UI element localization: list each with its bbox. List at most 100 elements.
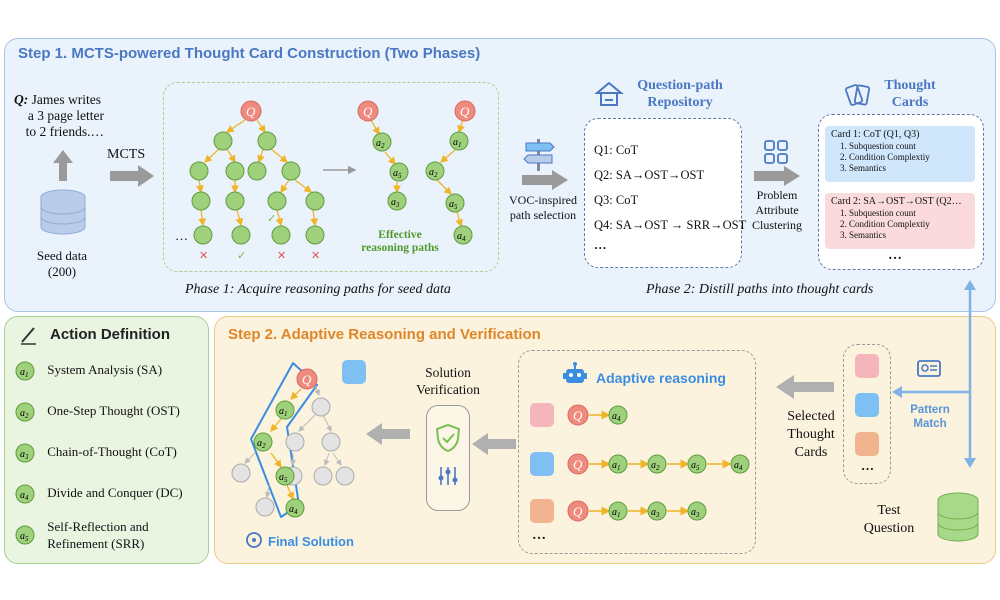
svg-text:a5: a5 (20, 531, 29, 543)
selected-more: … (861, 458, 874, 473)
pattern-match-connectors (892, 280, 976, 468)
svg-text:a3: a3 (691, 507, 700, 519)
repo-item: … (594, 238, 607, 252)
repository-box (584, 118, 742, 268)
svg-text:Q: Q (302, 372, 312, 387)
brain-idea-icon (246, 532, 262, 548)
action-item-dc: a4 Divide and Conquer (DC) (14, 483, 183, 505)
check-icon: ✓ (237, 250, 246, 262)
question-line-2: a 3 page letter (27, 108, 104, 123)
action-label: Divide and Conquer (DC) (47, 484, 183, 500)
selected-cards-label: Selected Thought Cards (776, 408, 846, 462)
effective-label-2: reasoning paths (361, 242, 439, 254)
svg-text:a3: a3 (20, 449, 29, 461)
pattern-label-1: Pattern (910, 404, 950, 416)
verification-label: Solution Verification (408, 364, 488, 398)
svg-text:a4: a4 (612, 411, 621, 423)
cards-title-2: Cards (891, 95, 929, 110)
final-solution-label: Final Solution (268, 534, 354, 549)
svg-text:a1: a1 (279, 406, 288, 418)
step2-title: Step 2. Adaptive Reasoning and Verificat… (228, 326, 541, 343)
step1-title: Step 1. MCTS-powered Thought Card Constr… (18, 45, 481, 62)
adaptive-reasoning-label: Adaptive reasoning (596, 370, 726, 386)
svg-text:a5: a5 (691, 460, 700, 472)
test-question-label: Test Question (852, 502, 926, 538)
a5-node-icon: a5 (15, 525, 35, 545)
left-arrow-to-solution (366, 423, 410, 445)
svg-text:a5: a5 (449, 199, 458, 211)
id-card-icon (917, 360, 941, 377)
left-arrow-to-verification (472, 433, 516, 455)
action-panel (4, 316, 209, 564)
left-arrow-icon (472, 433, 516, 455)
final-solution-tree: Q a1 a2 a5 a4 (231, 362, 355, 518)
svg-text:a4: a4 (457, 231, 466, 243)
voc-label: VOC-inspired path selection (503, 193, 583, 223)
pink-card-square (530, 403, 554, 427)
svg-text:a3: a3 (391, 197, 400, 209)
svg-text:Q: Q (573, 457, 583, 472)
house-icon (594, 81, 624, 106)
effective-paths-label: Effective reasoning paths (345, 229, 455, 255)
cross-icon: ✕ (277, 250, 286, 262)
cluster-label: Problem Attribute Clustering (744, 188, 810, 233)
cluster-label-2: Attribute (755, 203, 799, 217)
action-item-srr: a5 Self-Reflection and Refinement (SRR) (14, 518, 149, 552)
selected-label-2: Thought (787, 427, 835, 442)
svg-text:a2: a2 (376, 138, 385, 150)
check-icon: ✓ (267, 213, 276, 225)
repo-title-2: Repository (647, 95, 713, 110)
effective-label-1: Effective (378, 229, 422, 241)
test-database-icon (937, 492, 979, 542)
svg-text:a1: a1 (20, 367, 29, 379)
a4-node-icon: a4 (15, 484, 35, 504)
cards-icon (844, 84, 871, 106)
action-item-cot: a3 Chain-of-Thought (CoT) (14, 442, 177, 464)
action-label: Chain-of-Thought (CoT) (47, 443, 177, 459)
a3-node-icon: a3 (15, 443, 35, 463)
cross-icon: ✕ (311, 250, 320, 262)
repo-title-1: Question-path (637, 78, 723, 93)
svg-text:a1: a1 (453, 137, 462, 149)
question-prefix: Q: (14, 92, 29, 107)
selected-card-blue-square (342, 360, 366, 384)
svg-text:a4: a4 (734, 460, 743, 472)
right-arrow-icon (522, 170, 568, 190)
repo-item: Q3: CoT (594, 193, 639, 207)
action-label: One-Step Thought (OST) (47, 402, 180, 418)
voc-label-2: path selection (509, 208, 577, 222)
svg-text:a2: a2 (20, 408, 29, 420)
left-arrow-icon (776, 375, 834, 399)
seed-label: Seed data (36, 248, 88, 263)
verification-box (426, 405, 470, 511)
action-title: Action Definition (50, 326, 170, 343)
card-item: Semantics (849, 163, 969, 174)
action-item-sa: a1 System Analysis (SA) (14, 360, 162, 382)
signpost-icon (523, 139, 555, 171)
svg-text:a4: a4 (289, 504, 298, 516)
selected-label-1: Selected (787, 409, 835, 424)
selected-card-pink (855, 354, 879, 378)
repo-item: Q4: SA→OST → SRR→OST (594, 218, 747, 232)
action-item-ost: a2 One-Step Thought (OST) (14, 401, 180, 423)
card-item: Condition Complextiy (849, 152, 969, 163)
up-arrow-icon (53, 150, 73, 181)
svg-text:Q: Q (363, 104, 373, 119)
svg-text:a5: a5 (393, 168, 402, 180)
adaptive-more: … (532, 528, 546, 543)
selected-card-blue (855, 393, 879, 417)
action-label-2: Refinement (SRR) (47, 536, 145, 551)
card-item: Subquestion count (849, 208, 969, 219)
thought-card-2: Card 2: SA→OST→OST (Q2… Subquestion coun… (825, 193, 975, 249)
grid-cluster-icon (764, 140, 788, 164)
blue-card-square (530, 452, 554, 476)
svg-text:Q: Q (246, 104, 256, 119)
right-arrow-icon (754, 166, 800, 186)
card-item: Condition Complextiy (849, 219, 969, 230)
seed-question: Q: James writes a 3 page letter to 2 fri… (14, 92, 104, 140)
pattern-match-label: Pattern Match (904, 403, 956, 431)
a1-node-icon: a1 (15, 361, 35, 381)
tree-nodes (189, 131, 325, 245)
svg-text:…: … (175, 228, 188, 243)
